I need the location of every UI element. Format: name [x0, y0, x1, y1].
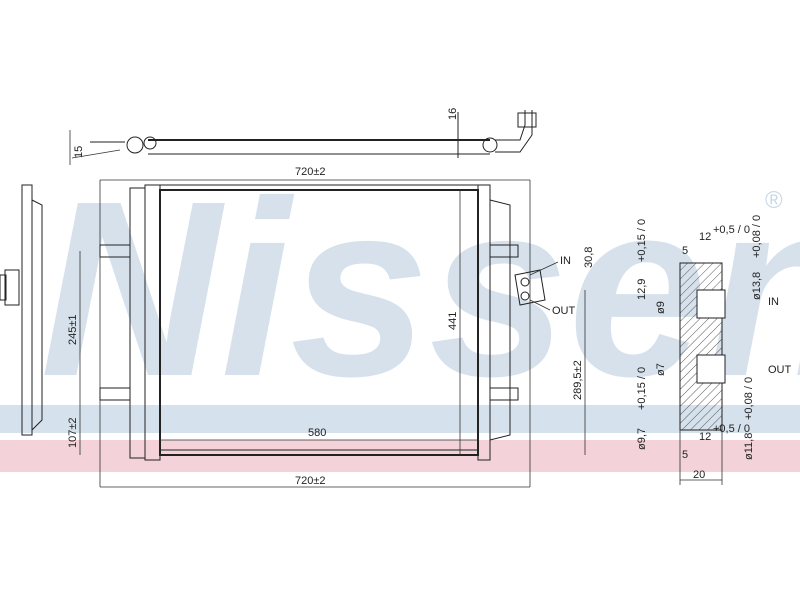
total-width-dim: 20 [693, 469, 705, 481]
width-bottom-label: 720±2 [295, 475, 326, 487]
out-port-label: OUT [552, 305, 576, 317]
left-lower-dim: 107±2 [67, 417, 79, 448]
width-top-dim: 12 [699, 231, 711, 243]
out-left-diameter: ø9,7 [636, 428, 648, 450]
core-width-label: 580 [308, 427, 326, 439]
width-bottom-dim: 12 [699, 431, 711, 443]
height-label: 441 [447, 312, 459, 330]
section-out-label: OUT [768, 364, 792, 376]
out-diameter: ø7 [655, 363, 667, 376]
front-view: 720±2 720±2 441 580 245±1 107±2 289,5±2 … [67, 166, 595, 488]
height-label: 16 [447, 108, 459, 120]
registered-mark: ® [765, 187, 783, 214]
out-left-tol: +0,15 / 0 [636, 367, 648, 410]
watermark-logo: Nissens [40, 149, 800, 428]
width-top-tol: +0,5 / 0 [713, 224, 750, 236]
top-dim-tol: +0,15 / 0 [636, 219, 648, 262]
in-port-label: IN [560, 255, 571, 267]
top-view: 15 16 [69, 108, 537, 165]
port-spacing-dim: 30,8 [583, 247, 595, 268]
watermark-blue-band [0, 405, 800, 433]
in-outer-tol: +0,08 / 0 [751, 215, 763, 258]
angle-label: 15 [73, 146, 85, 158]
out-outer-tol: +0,08 / 0 [743, 377, 755, 420]
side-view [0, 184, 43, 436]
width-top-label: 720±2 [295, 166, 326, 178]
out-outer-diameter: ø11,8 [743, 433, 755, 460]
offset-top-dim: 5 [682, 245, 688, 257]
in-outer-diameter: ø13,8 [751, 272, 763, 300]
section-view: 20 5 12 +0,5 / 0 12,9 +0,15 / 0 ø9 ø13,8… [636, 215, 792, 485]
section-in-label: IN [768, 296, 779, 308]
width-bottom-tol: +0,5 / 0 [713, 423, 750, 435]
left-upper-dim: 245±1 [67, 314, 79, 345]
top-dim: 12,9 [636, 279, 648, 300]
right-height-dim: 289,5±2 [572, 360, 584, 400]
offset-bottom-dim: 5 [682, 449, 688, 461]
in-diameter: ø9 [655, 301, 667, 314]
